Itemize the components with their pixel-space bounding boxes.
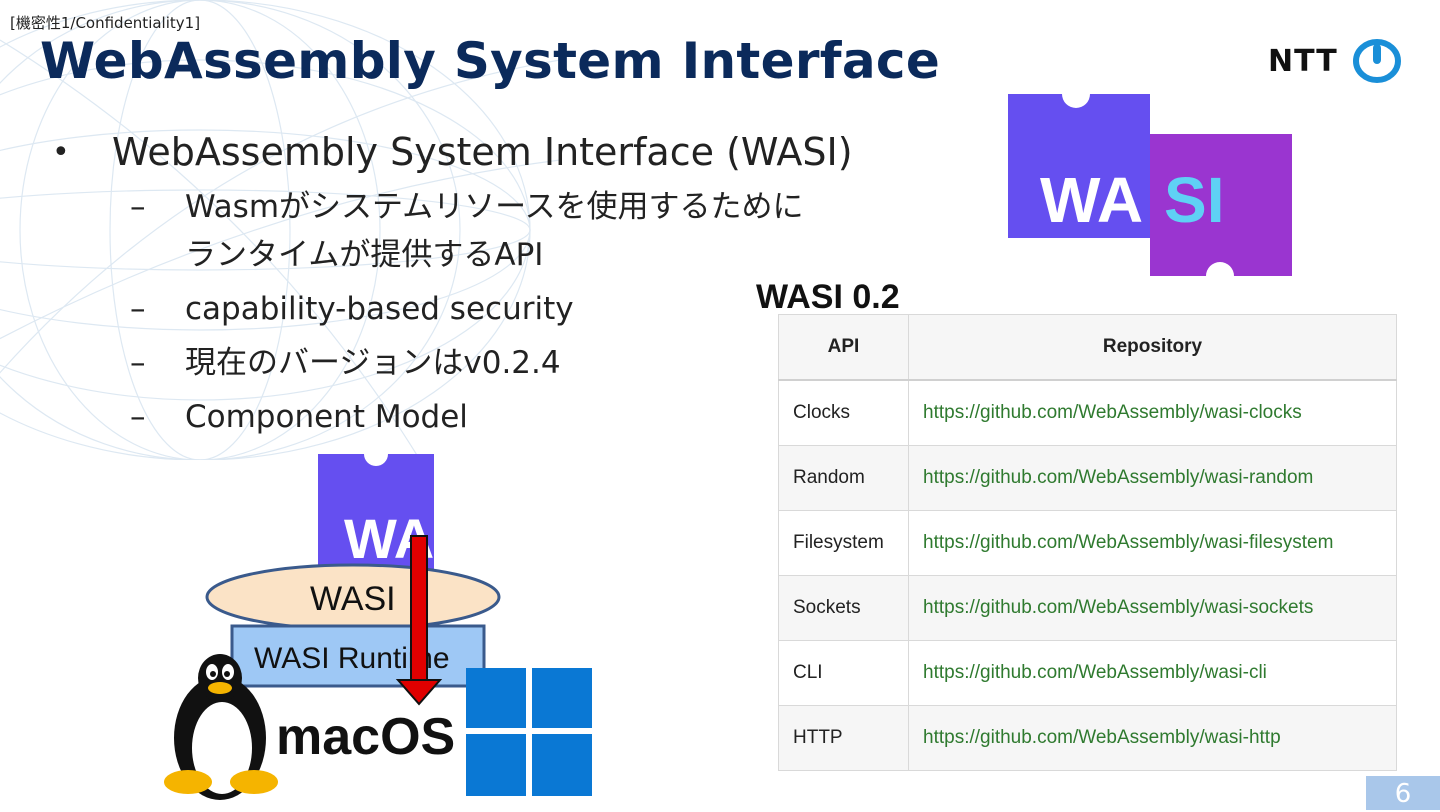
sub-bullet-2-text: capability-based security <box>185 291 574 327</box>
table-header-repository: Repository <box>908 314 1397 381</box>
table-row: HTTP https://github.com/WebAssembly/wasi… <box>778 705 1397 771</box>
table-row: Sockets https://github.com/WebAssembly/w… <box>778 575 1397 641</box>
sub-bullet-3-text: 現在のバージョンはv0.2.4 <box>185 345 561 381</box>
sub-bullet-2: – capability-based security <box>130 285 853 333</box>
sub-bullet-1-line1: Wasmがシステムリソースを使用するために <box>185 189 804 225</box>
repo-link[interactable]: https://github.com/WebAssembly/wasi-http <box>908 705 1397 771</box>
table-row: CLI https://github.com/WebAssembly/wasi-… <box>778 640 1397 706</box>
repo-link[interactable]: https://github.com/WebAssembly/wasi-rand… <box>908 445 1397 511</box>
runtime-box <box>230 624 486 688</box>
repo-link[interactable]: https://github.com/WebAssembly/wasi-cli <box>908 640 1397 706</box>
bullet-dot: • <box>52 134 70 170</box>
api-name: Clocks <box>778 379 909 446</box>
ntt-logo: NTT <box>1268 38 1402 84</box>
sub-bullet-4: – Component Model <box>130 393 853 441</box>
sub-bullet-4-text: Component Model <box>185 399 468 435</box>
wasi-logo-wa-block <box>1008 94 1150 238</box>
wasi-layer-text: WASI <box>310 580 396 618</box>
api-name: CLI <box>778 640 909 706</box>
background-globe-pattern <box>0 0 560 460</box>
api-name: Sockets <box>778 575 909 641</box>
api-name: Filesystem <box>778 510 909 576</box>
sub-bullet-3: – 現在のバージョンはv0.2.4 <box>130 339 853 387</box>
bullet-list: • WebAssembly System Interface (WASI) – … <box>52 125 853 441</box>
wasi-logo-si-block <box>1150 134 1292 276</box>
page-number: 6 <box>1366 776 1440 810</box>
repo-link[interactable]: https://github.com/WebAssembly/wasi-cloc… <box>908 379 1397 446</box>
wa-module-block <box>318 454 434 570</box>
table-caption: WASI 0.2 <box>756 278 900 316</box>
page-title: WebAssembly System Interface <box>40 32 941 90</box>
repo-link[interactable]: https://github.com/WebAssembly/wasi-sock… <box>908 575 1397 641</box>
table-header-api: API <box>778 314 909 381</box>
wasi-logo-si-text: SI <box>1164 164 1224 236</box>
wasi-architecture-diagram: WA WASI WASI Runtime macOS <box>164 454 592 800</box>
repo-link[interactable]: https://github.com/WebAssembly/wasi-file… <box>908 510 1397 576</box>
sub-bullet-1-line2: ランタイムが提供するAPI <box>185 237 544 273</box>
table-row: Clocks https://github.com/WebAssembly/wa… <box>778 379 1397 446</box>
confidentiality-label: [機密性1/Confidentiality1] <box>10 14 201 32</box>
windows-logo-icon <box>466 668 592 796</box>
red-down-arrow <box>395 535 443 706</box>
ntt-logo-text: NTT <box>1268 43 1338 79</box>
bullet-main-text: WebAssembly System Interface (WASI) <box>112 130 853 174</box>
wasi-api-table: API Repository Clocks https://github.com… <box>778 314 1397 771</box>
api-name: HTTP <box>778 705 909 771</box>
wasi-logo: WA SI <box>1008 94 1292 276</box>
ntt-swirl-icon <box>1352 39 1401 83</box>
sub-bullet-1: – Wasmがシステムリソースを使用するために ランタイムが提供するAPI <box>130 189 804 273</box>
api-name: Random <box>778 445 909 511</box>
bullet-main: • WebAssembly System Interface (WASI) <box>52 125 853 179</box>
table-header-row: API Repository <box>778 314 1397 381</box>
linux-tux-icon <box>164 654 278 800</box>
macos-logo-text: macOS <box>276 708 455 766</box>
table-row: Random https://github.com/WebAssembly/wa… <box>778 445 1397 511</box>
wasi-logo-wa-text: WA <box>1040 164 1143 236</box>
table-row: Filesystem https://github.com/WebAssembl… <box>778 510 1397 576</box>
